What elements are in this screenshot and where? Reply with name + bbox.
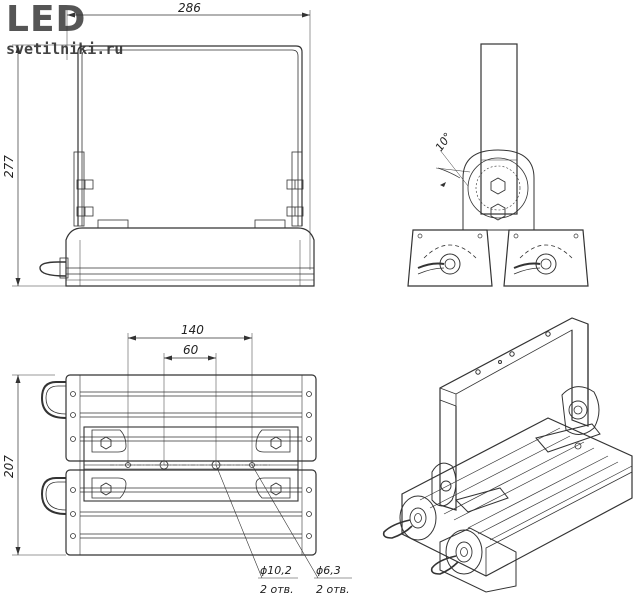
dim-width-top: 286 xyxy=(178,1,201,15)
dim-spacing-outer: 140 xyxy=(181,323,204,337)
side-view: 10° xyxy=(407,43,589,287)
front-view: 286 277 xyxy=(2,1,315,287)
brand-logo: LED xyxy=(6,0,87,40)
brand-site: svetilniki.ru xyxy=(6,40,124,58)
dim-height-bottom: 207 xyxy=(2,455,16,478)
isometric-view xyxy=(382,317,633,593)
dim-spacing-inner: 60 xyxy=(183,343,199,357)
hole-large-count: 2 отв. xyxy=(260,583,294,596)
dim-angle: 10° xyxy=(433,130,455,153)
hole-small-label: ϕ6,3 xyxy=(316,564,341,577)
top-view: 140 60 207 xyxy=(2,323,352,596)
hole-small-count: 2 отв. xyxy=(316,583,350,596)
hole-large-label: ϕ10,2 xyxy=(260,564,292,577)
dim-height-left: 277 xyxy=(2,155,16,178)
